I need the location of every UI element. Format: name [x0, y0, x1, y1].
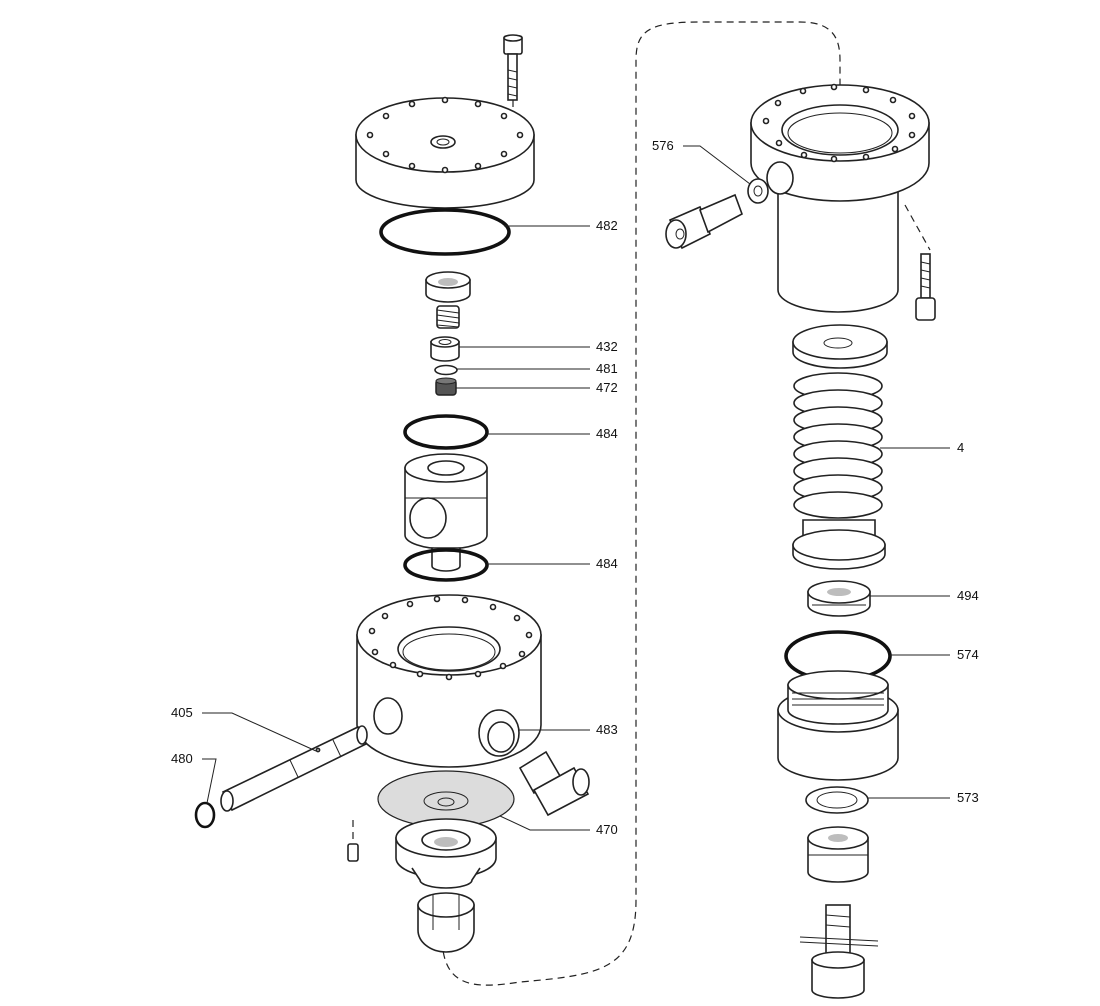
callout-574: 574 [957, 647, 979, 662]
valve-cartridge [404, 453, 488, 572]
callout-470: 470 [596, 822, 618, 837]
leader-lines [202, 145, 950, 831]
main-housing [356, 594, 542, 768]
callout-483: 483 [596, 722, 618, 737]
o-ring-480 [194, 801, 216, 829]
bottom-nozzle [395, 818, 497, 889]
washer-573 [805, 786, 869, 814]
callout-482: 482 [596, 218, 618, 233]
pump-housing [750, 83, 931, 313]
assembly-connector-line [441, 21, 841, 986]
small-spring [436, 305, 460, 329]
callout-484-upper: 484 [596, 426, 618, 441]
o-ring-484-upper [403, 414, 489, 450]
shaft-405 [220, 725, 368, 812]
callout-576: 576 [652, 138, 674, 153]
plug-screw [518, 750, 590, 817]
hex-nut [807, 826, 869, 883]
callout-405: 405 [171, 705, 193, 720]
fitting [665, 193, 743, 250]
main-spring [793, 372, 883, 519]
callout-432: 432 [596, 339, 618, 354]
spring-seat [792, 519, 886, 570]
part-472 [435, 377, 457, 396]
callout-480: 480 [171, 751, 193, 766]
top-cover [355, 96, 535, 209]
threaded-collar [777, 670, 899, 781]
bearing-494 [807, 580, 871, 617]
callout-472: 472 [596, 380, 618, 395]
cap-nut [417, 892, 475, 953]
callout-481: 481 [596, 361, 618, 376]
o-ring-481 [434, 364, 458, 376]
set-screw [347, 843, 359, 862]
callout-484-lower: 484 [596, 556, 618, 571]
side-bolt [915, 253, 936, 321]
spring-plate [792, 324, 888, 369]
o-ring-484-lower [403, 548, 489, 582]
washer-576 [747, 178, 769, 204]
part-432 [430, 336, 460, 362]
bottom-connector [799, 904, 879, 999]
callout-494: 494 [957, 588, 979, 603]
callout-4: 4 [957, 440, 964, 455]
callout-573: 573 [957, 790, 979, 805]
valve-seat [425, 271, 471, 303]
o-ring-482 [379, 208, 511, 256]
